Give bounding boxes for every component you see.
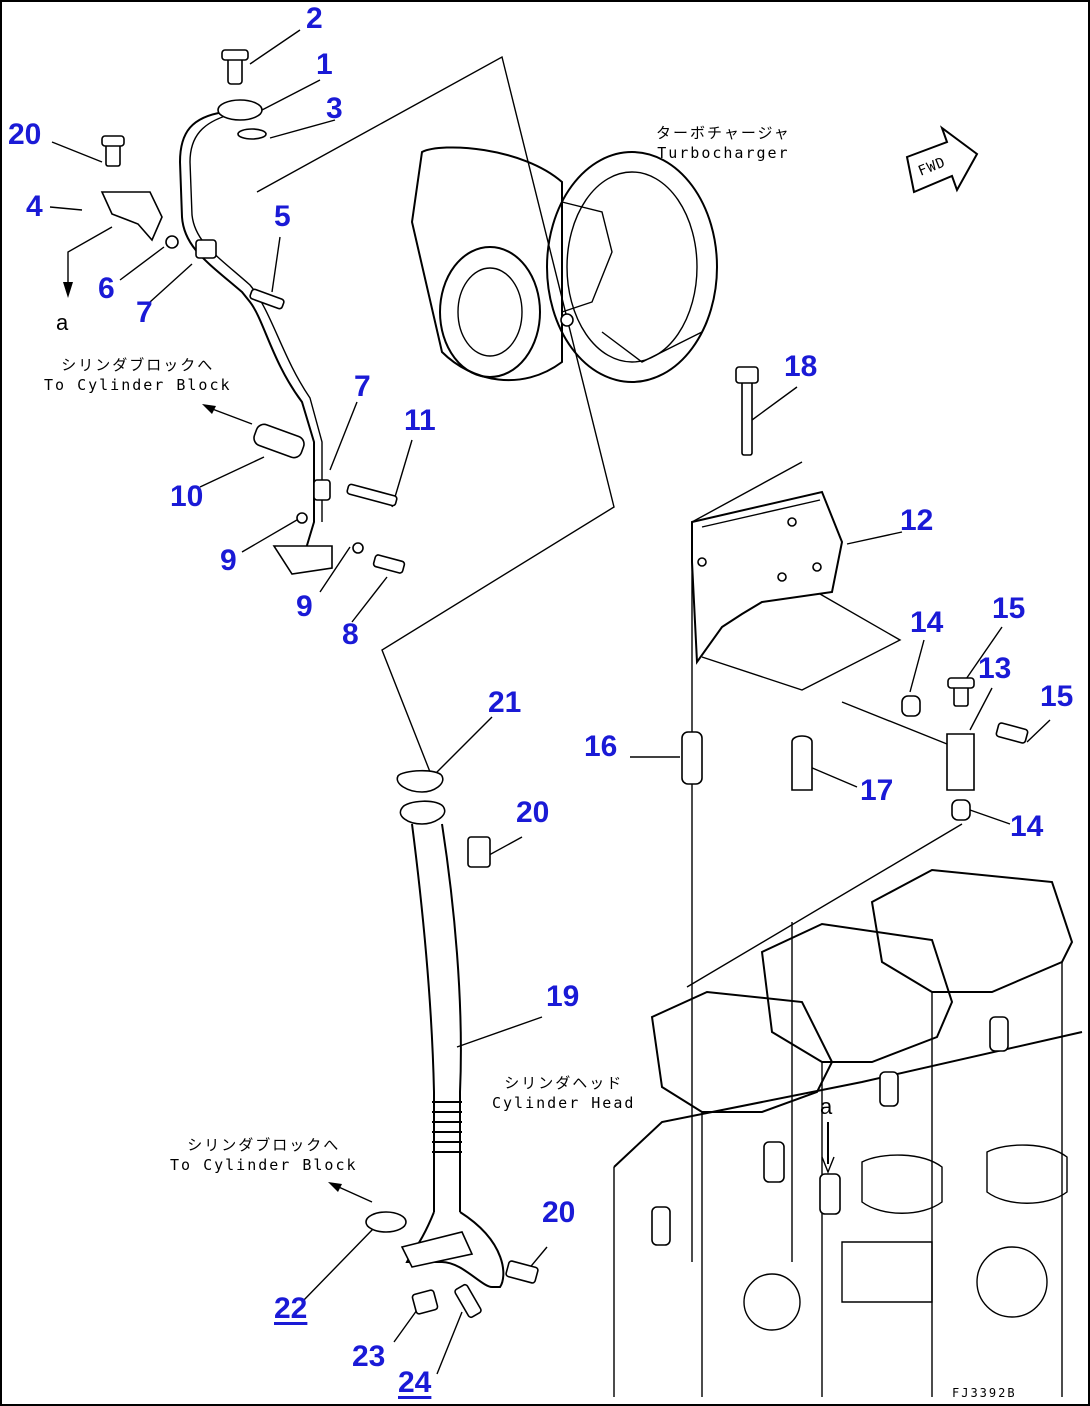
fasteners xyxy=(100,135,1029,1319)
callout-2: 2 xyxy=(306,2,323,35)
note-cylinder-head: シリンダヘッド Cylinder Head xyxy=(492,1074,635,1113)
callout-23: 23 xyxy=(352,1340,386,1373)
note-to-block-upper-en: To Cylinder Block xyxy=(44,375,232,394)
note-to-block-upper-jp: シリンダブロックへ xyxy=(61,356,215,374)
note-to-cylinder-block-upper: シリンダブロックへ To Cylinder Block xyxy=(44,356,232,395)
callout-20: 20 xyxy=(8,118,42,151)
callout-9: 9 xyxy=(220,544,237,577)
callout-19: 19 xyxy=(546,980,580,1013)
callout-5: 5 xyxy=(274,200,291,233)
callout-9: 9 xyxy=(296,590,313,623)
note-to-block-lower-jp: シリンダブロックへ xyxy=(187,1136,341,1154)
callout-13: 13 xyxy=(978,652,1012,685)
callout-6: 6 xyxy=(98,272,115,305)
bellows xyxy=(432,1101,462,1153)
ref-mark-a-head: a xyxy=(820,1094,833,1119)
cylinder-head-drawing xyxy=(613,868,1083,1397)
callout-12: 12 xyxy=(900,504,934,537)
callout-22: 22 xyxy=(274,1292,308,1325)
callout-15: 15 xyxy=(1040,680,1074,713)
bracket-12 xyxy=(691,490,844,665)
callout-11: 11 xyxy=(404,404,436,437)
note-turbocharger-jp: ターボチャージャ xyxy=(656,124,791,142)
drawing-code: FJ3392B xyxy=(952,1386,1017,1400)
ref-mark-a-top: a xyxy=(56,310,69,335)
fwd-arrow-icon xyxy=(905,125,979,194)
upper-oil-pipe xyxy=(178,49,333,575)
assembly-outlines xyxy=(256,55,963,1262)
callout-20: 20 xyxy=(542,1196,576,1229)
callout-3: 3 xyxy=(326,92,343,125)
note-turbocharger-en: Turbocharger xyxy=(657,143,790,162)
callout-20: 20 xyxy=(516,796,550,829)
callout-16: 16 xyxy=(584,730,618,763)
callout-7: 7 xyxy=(136,296,153,329)
callout-4: 4 xyxy=(26,190,43,223)
callout-14: 14 xyxy=(1010,810,1044,843)
callout-15: 15 xyxy=(992,592,1026,625)
turbocharger-drawing xyxy=(410,146,718,383)
note-cylinder-head-en: Cylinder Head xyxy=(492,1093,636,1112)
callout-18: 18 xyxy=(784,350,818,383)
lower-oil-pipe xyxy=(365,769,505,1315)
callout-17: 17 xyxy=(860,774,894,807)
note-to-block-lower-en: To Cylinder Block xyxy=(170,1155,358,1174)
note-turbocharger: ターボチャージャ Turbocharger xyxy=(656,124,791,163)
callout-8: 8 xyxy=(342,618,359,651)
spacers-and-clamp xyxy=(681,695,975,821)
callout-24: 24 xyxy=(398,1366,432,1399)
direction-arrows xyxy=(202,404,373,1203)
callout-1: 1 xyxy=(316,48,333,81)
callout-14: 14 xyxy=(910,606,944,639)
callout-10: 10 xyxy=(170,480,204,513)
ref-arrow-a xyxy=(63,226,113,298)
note-to-cylinder-block-lower: シリンダブロックへ To Cylinder Block xyxy=(170,1136,358,1175)
callout-21: 21 xyxy=(488,686,522,719)
callout-7: 7 xyxy=(354,370,371,403)
note-cylinder-head-jp: シリンダヘッド xyxy=(504,1074,624,1092)
